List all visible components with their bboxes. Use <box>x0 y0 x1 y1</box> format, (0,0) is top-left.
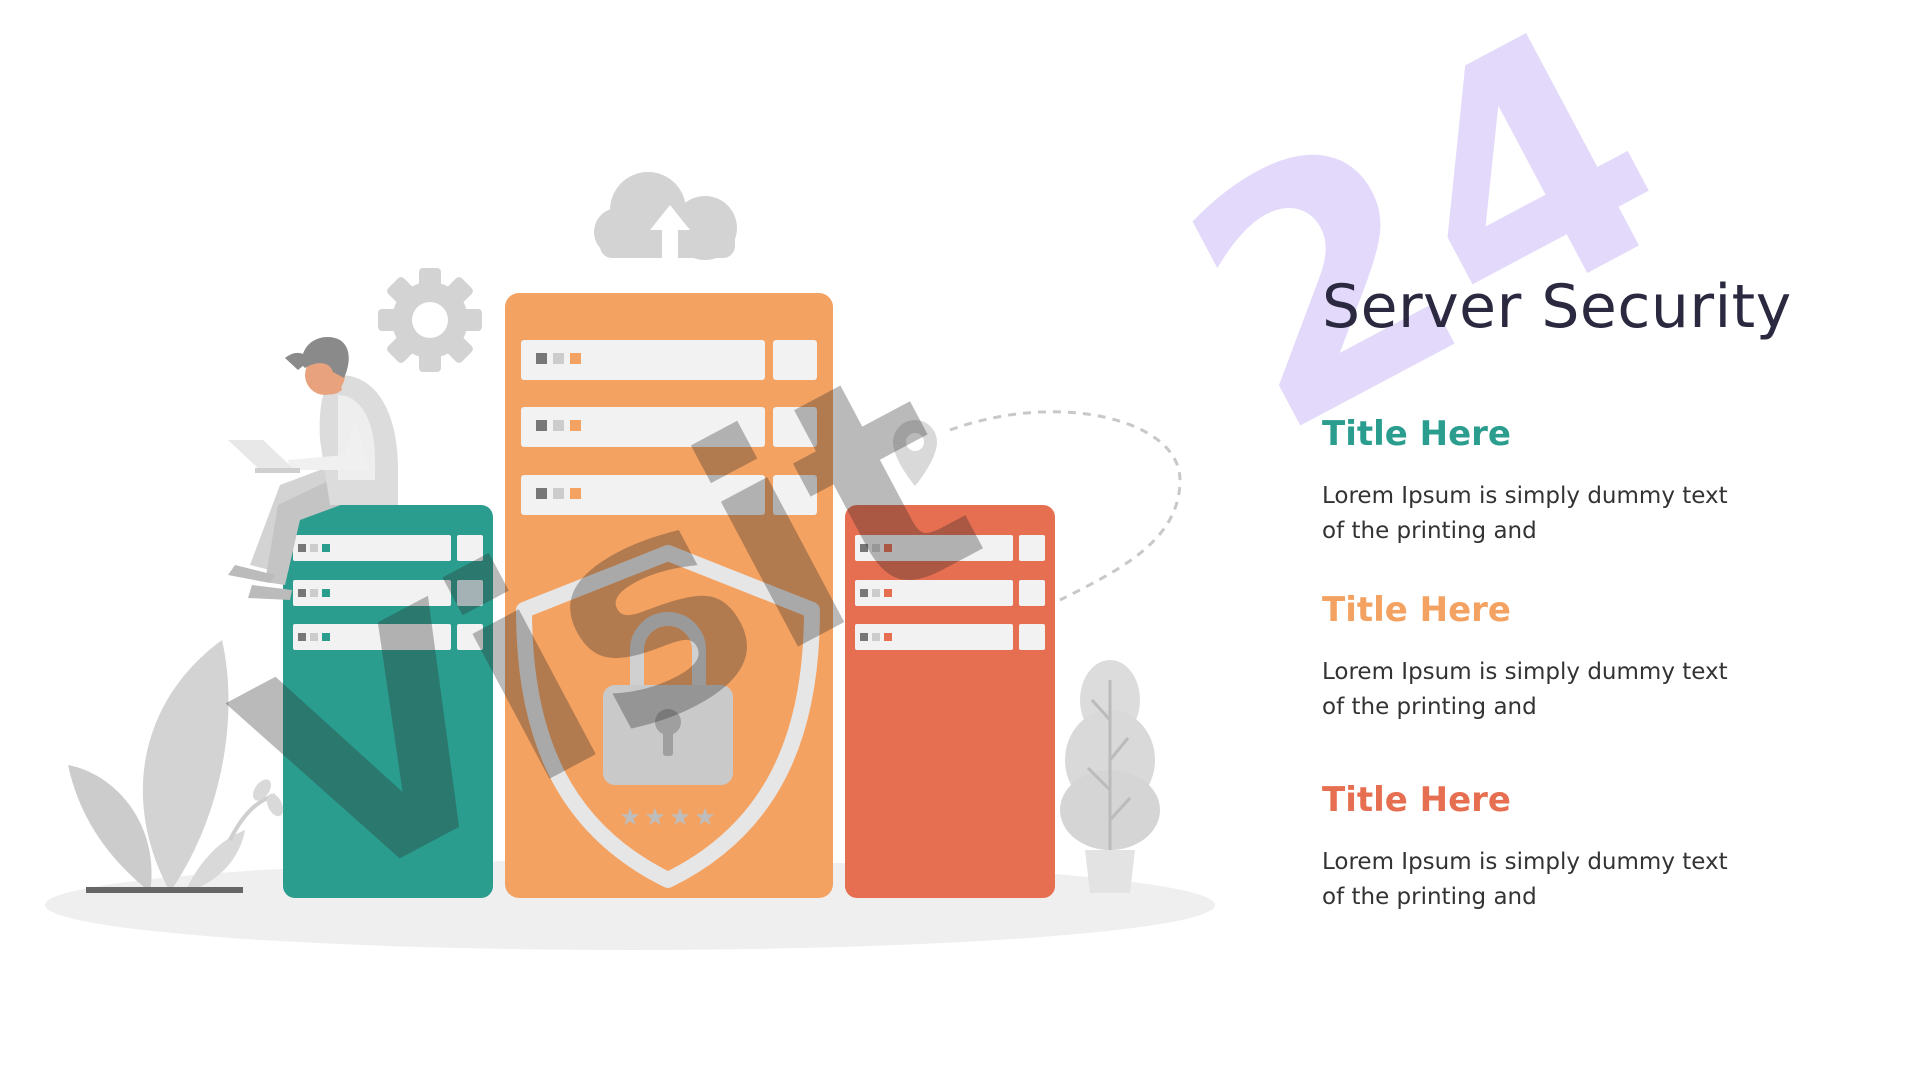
item-title-3: Title Here <box>1322 780 1511 820</box>
item-title-2: Title Here <box>1322 590 1511 630</box>
item-text-2: Lorem Ipsum is simply dummy text of the … <box>1322 659 1728 720</box>
person-with-laptop <box>228 337 398 600</box>
star-icon: ★ <box>644 803 666 831</box>
item-text-1: Lorem Ipsum is simply dummy text of the … <box>1322 483 1728 544</box>
server-left-slot <box>293 580 483 606</box>
gear-icon <box>378 268 482 372</box>
star-icon: ★ <box>669 803 691 831</box>
rating-stars: ★ ★ ★ ★ <box>619 803 716 831</box>
item-title-1: Title Here <box>1322 414 1511 454</box>
location-pin-icon <box>893 420 937 486</box>
server-right-slot <box>855 624 1045 650</box>
server-right <box>845 505 1055 898</box>
slide-title: Server Security <box>1322 272 1792 342</box>
server-center-slot <box>521 475 817 515</box>
server-left <box>283 505 493 898</box>
server-right-slot <box>855 535 1045 561</box>
star-icon: ★ <box>694 803 716 831</box>
server-right-slot <box>855 580 1045 606</box>
star-icon: ★ <box>619 803 641 831</box>
server-center-slot <box>521 407 817 447</box>
shield-lock-icon: ★ ★ ★ ★ <box>516 545 820 888</box>
tree <box>1060 660 1160 893</box>
cloud-upload-icon <box>594 172 737 260</box>
server-center-slot <box>521 340 817 380</box>
item-text-3: Lorem Ipsum is simply dummy text of the … <box>1322 849 1728 910</box>
server-left-slot <box>293 535 483 561</box>
server-center <box>505 293 833 898</box>
dashed-route <box>949 410 1182 602</box>
plant <box>68 640 284 893</box>
server-left-slot <box>293 624 483 650</box>
